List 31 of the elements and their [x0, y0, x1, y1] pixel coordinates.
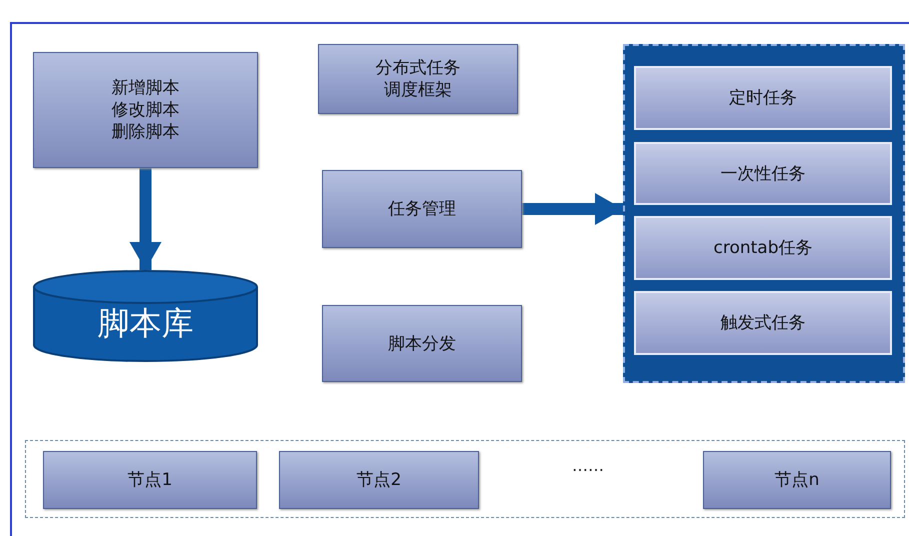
box-label: crontab任务	[713, 237, 812, 259]
process-box	[703, 451, 891, 509]
box-label: 节点n	[774, 469, 820, 491]
process-box	[43, 451, 257, 509]
process-box	[322, 305, 522, 382]
process-box	[322, 170, 522, 248]
process-box	[318, 44, 518, 114]
box-label: 分布式任务调度框架	[374, 57, 462, 101]
box-label: 任务管理	[388, 198, 456, 220]
task-box	[634, 291, 892, 355]
box-label: 新增脚本	[112, 77, 180, 99]
task-box	[634, 142, 892, 205]
box-label: 定时任务	[729, 87, 797, 109]
box-label: 删除脚本	[112, 121, 180, 143]
node-group-panel	[25, 440, 905, 518]
process-box	[279, 451, 479, 509]
box-label: 节点2	[356, 469, 402, 491]
arrow	[522, 193, 623, 225]
task-group-panel	[623, 44, 905, 383]
box-label: 脚本分发	[388, 332, 456, 354]
database-label: 脚本库	[98, 305, 194, 341]
process-box	[33, 52, 258, 168]
box-label: 节点1	[128, 469, 172, 491]
box-label: 一次性任务	[720, 162, 806, 184]
task-box	[634, 216, 892, 280]
database-cylinder	[33, 270, 258, 362]
task-box	[634, 66, 892, 130]
ellipsis-label: ……	[572, 456, 604, 475]
box-label: 修改脚本	[112, 99, 180, 121]
arrow	[130, 168, 162, 270]
box-label: 触发式任务	[720, 312, 806, 334]
